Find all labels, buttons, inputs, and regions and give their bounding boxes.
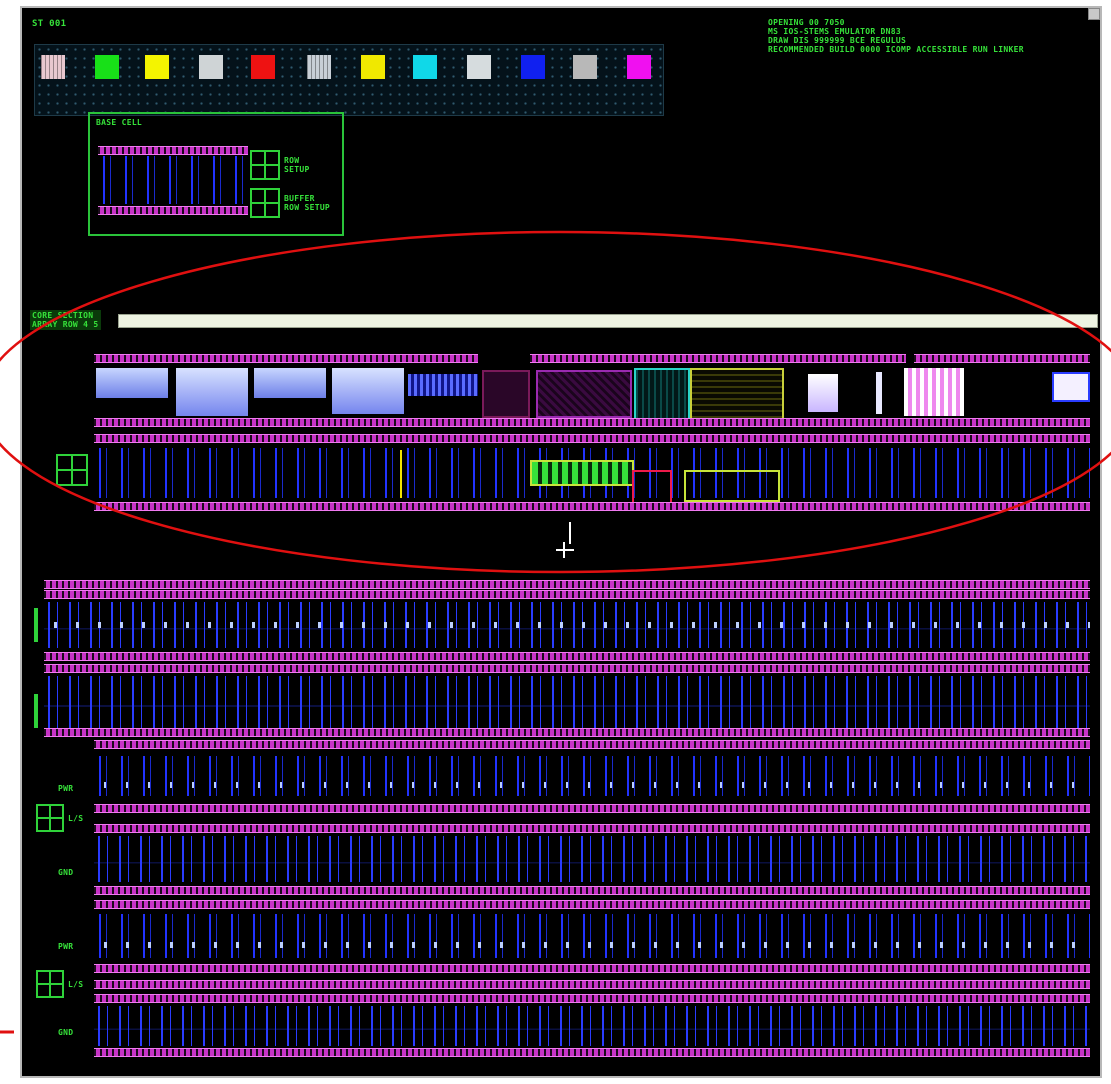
row-label-gnd-1: GND — [58, 868, 74, 877]
array-contacts-1 — [44, 622, 1090, 628]
array-rail-5 — [44, 728, 1090, 737]
core-rail-mid-1 — [94, 418, 1090, 427]
crosshair-cursor — [552, 520, 578, 560]
array-cell-row-6 — [94, 1006, 1090, 1046]
info-line-3: DRAW DIS 999999 BCE REGULUS — [768, 36, 907, 45]
layer-palette — [34, 44, 664, 116]
layer-swatch-yellow[interactable] — [145, 55, 169, 79]
row-label-pwr-1: PWR — [58, 784, 74, 793]
row-group-icon-2[interactable] — [36, 970, 64, 998]
array-rail-10 — [94, 900, 1090, 909]
layout-canvas[interactable]: ST 001 OPENING 00 7050 MS IOS-STEMS EMUL… — [20, 6, 1102, 1078]
array-rail-6 — [94, 740, 1090, 749]
macro-block-1[interactable] — [96, 368, 168, 398]
row-small-label-2: L/S — [68, 980, 84, 989]
layer-swatch-light-gray[interactable] — [199, 55, 223, 79]
macro-block-7[interactable] — [536, 370, 632, 418]
layer-swatch-white-hatch[interactable] — [41, 55, 65, 79]
legend-rail-top — [98, 146, 248, 155]
row-label-pwr-2: PWR — [58, 942, 74, 951]
core-cell-group-green[interactable] — [530, 460, 634, 486]
layer-swatch-magenta[interactable] — [627, 55, 651, 79]
array-rail-14 — [94, 1048, 1090, 1057]
legend-box: BASE CELL ROW SETUP BUFFER ROW SETUP — [88, 112, 344, 236]
row-small-label-1: L/S — [68, 814, 84, 823]
legend-row-icon — [250, 150, 280, 180]
array-rail-13 — [94, 994, 1090, 1003]
legend-label-buffer-row: BUFFER ROW SETUP — [284, 194, 331, 212]
layer-swatch-gray-hatch[interactable] — [307, 55, 331, 79]
legend-buffer-icon — [250, 188, 280, 218]
array-rail-3 — [44, 652, 1090, 661]
macro-block-9[interactable] — [690, 368, 784, 420]
macro-block-8[interactable] — [634, 368, 690, 420]
info-line-4: RECOMMENDED BUILD 0000 ICOMP ACCESSIBLE … — [768, 45, 1024, 54]
array-contacts-3 — [94, 942, 1090, 948]
layer-swatch-green[interactable] — [95, 55, 119, 79]
layer-swatch-yellow-2[interactable] — [361, 55, 385, 79]
array-rail-9 — [94, 886, 1090, 895]
array-cell-row-5 — [94, 914, 1090, 958]
section-label-line-2: ARRAY ROW 4 5 — [32, 320, 99, 329]
layer-swatch-blue[interactable] — [521, 55, 545, 79]
array-cell-row-2 — [44, 676, 1090, 728]
row-group-icon-1[interactable] — [36, 804, 64, 832]
array-rail-1 — [44, 580, 1090, 589]
core-rail-top-mid — [530, 354, 906, 363]
title-tag: ST 001 — [32, 19, 67, 29]
core-marker-line — [400, 450, 402, 498]
layer-swatch-cyan[interactable] — [413, 55, 437, 79]
layer-swatch-red[interactable] — [251, 55, 275, 79]
macro-block-5[interactable] — [408, 374, 478, 396]
array-rail-7 — [94, 804, 1090, 813]
macro-block-13[interactable] — [1052, 372, 1090, 402]
core-rail-mid-2 — [94, 434, 1090, 443]
core-rail-bottom — [94, 502, 1090, 511]
macro-block-2[interactable] — [176, 368, 248, 416]
section-label: CORE SECTION ARRAY ROW 4 5 — [30, 310, 101, 330]
legend-title: BASE CELL — [96, 118, 143, 127]
array-cell-row-3 — [94, 756, 1090, 796]
array-rail-12 — [94, 980, 1090, 989]
selection-bar[interactable] — [118, 314, 1098, 328]
left-marker-2 — [34, 694, 38, 728]
legend-label-row-setup: ROW SETUP — [284, 156, 310, 174]
info-line-1: OPENING 00 7050 — [768, 18, 845, 27]
core-rail-top-right — [914, 354, 1090, 363]
array-rail-4 — [44, 664, 1090, 673]
info-line-2: MS IOS-STEMS EMULATOR DN83 — [768, 27, 902, 36]
core-cell-group-red[interactable] — [632, 470, 672, 504]
macro-block-4[interactable] — [332, 368, 404, 414]
section-label-line-1: CORE SECTION — [32, 311, 94, 320]
legend-rail-bottom — [98, 206, 248, 215]
left-marker-1 — [34, 608, 38, 642]
legend-cells — [98, 156, 248, 204]
macro-block-11[interactable] — [876, 372, 882, 414]
core-rail-top-left — [94, 354, 478, 363]
macro-block-3[interactable] — [254, 368, 326, 398]
layer-swatch-pale-gray[interactable] — [467, 55, 491, 79]
info-block: OPENING 00 7050 MS IOS-STEMS EMULATOR DN… — [768, 18, 1024, 54]
array-cell-row-4 — [94, 836, 1090, 882]
layer-swatch-mid-gray[interactable] — [573, 55, 597, 79]
row-label-gnd-2: GND — [58, 1028, 74, 1037]
macro-block-6[interactable] — [482, 370, 530, 418]
core-cell-group-yellow[interactable] — [684, 470, 780, 502]
array-rail-11 — [94, 964, 1090, 973]
resize-handle[interactable] — [1088, 8, 1100, 20]
row-marker-icon[interactable] — [56, 454, 88, 486]
array-rail-8 — [94, 824, 1090, 833]
macro-block-12[interactable] — [904, 368, 964, 416]
array-rail-2 — [44, 590, 1090, 599]
macro-block-10[interactable] — [808, 374, 838, 412]
